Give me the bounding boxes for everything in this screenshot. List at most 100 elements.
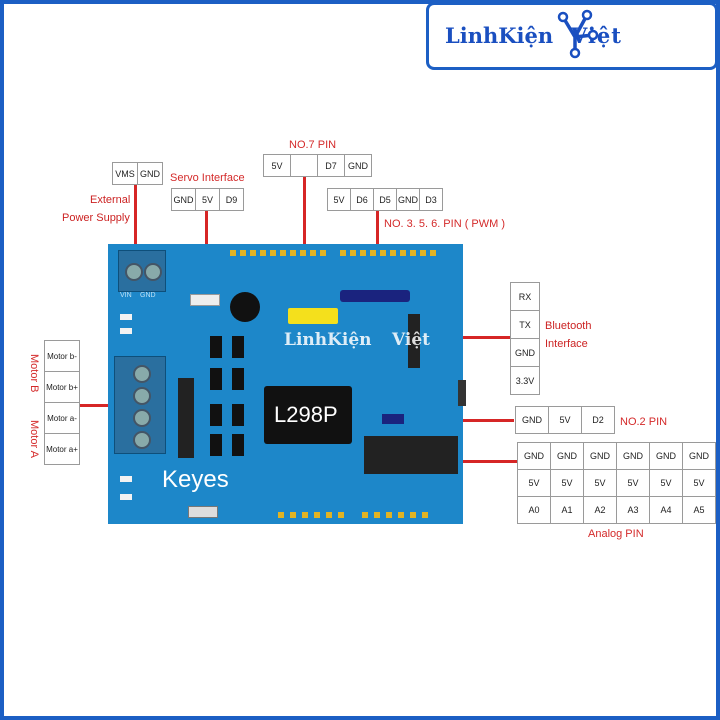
bluetooth-cell: TX [510,310,540,339]
diode [232,368,244,390]
external-power-label-line1: External [90,194,131,206]
analog-cell: A4 [649,496,683,524]
motor-cell: Motor b- [44,340,80,372]
motor-cell: Motor a+ [44,433,80,465]
no2-pin-label: NO.2 PIN [620,416,668,428]
gnd-label: GND [140,292,156,299]
l298p-chip: L298P [264,386,352,444]
analog-cell: A3 [616,496,650,524]
led [120,476,132,482]
analog-header [364,436,458,474]
led [120,328,132,334]
brand-logo: LinhKiện Việt [426,2,718,70]
analog-cell: A2 [583,496,617,524]
bluetooth-cell: GND [510,338,540,367]
motor-table: Motor b- Motor b+ Motor a- Motor a+ [44,340,80,465]
no2-header [382,414,404,424]
analog-cell: 5V [682,469,716,497]
analog-cell: GND [682,442,716,470]
analog-cell: 5V [583,469,617,497]
analog-cell: 5V [550,469,584,497]
screw-icon [133,365,151,383]
pwm-cell: D6 [350,188,374,211]
watermark-part1: LinhKiện [284,330,372,350]
bluetooth-label-line2: Interface [545,338,588,350]
diode [232,434,244,456]
analog-cell: 5V [517,469,551,497]
no7-cell: GND [344,154,372,177]
diode [210,404,222,426]
wire-external-power [134,180,137,258]
analog-cell: GND [616,442,650,470]
no2-cell: D2 [581,406,615,434]
analog-cell: GND [583,442,617,470]
chip-label: L298P [274,402,338,427]
reset-button [188,506,218,518]
wire-no7 [303,172,306,310]
no7-cell [290,154,318,177]
led [120,494,132,500]
bluetooth-table: RX TX GND 3.3V [510,282,540,395]
analog-cell: A0 [517,496,551,524]
no7-cell: 5V [263,154,291,177]
no7-pin-table: 5V D7 GND [263,154,372,177]
wire-motor [78,404,114,407]
bluetooth-header [408,314,420,368]
icsp-header [458,380,466,406]
wire-bluetooth [420,336,512,339]
servo-cell: D9 [219,188,244,211]
bluetooth-cell: RX [510,282,540,311]
pwm-cell: D3 [419,188,443,211]
no2-cell: 5V [548,406,582,434]
motor-shield-board: VIN GND L298P Keyes [108,244,466,524]
bluetooth-label-line1: Bluetooth [545,320,592,332]
screw-icon [133,387,151,405]
screw-icon [133,409,151,427]
screw-icon [133,431,151,449]
motor-a-label: Motor A [28,420,40,458]
pwm-pin-label: NO. 3. 5. 6. PIN ( PWM ) [384,218,506,230]
analog-cell: GND [550,442,584,470]
analog-cell: GND [649,442,683,470]
power-terminal [118,250,166,292]
motor-cell: Motor b+ [44,371,80,403]
analog-cell: A1 [550,496,584,524]
external-power-label-line2: Power Supply [62,212,130,224]
no7-pin-label: NO.7 PIN [289,139,337,151]
external-power-cell: GND [137,162,163,185]
external-power-cell: VMS [112,162,138,185]
diode [232,336,244,358]
servo-table: GND 5V D9 [171,188,244,211]
buzzer [230,292,260,322]
analog-table: GND GND GND GND GND GND 5V 5V 5V 5V 5V 5… [517,442,716,524]
servo-interface-label: Servo Interface [170,172,245,184]
watermark-part2: Việt [392,330,431,350]
analog-cell: 5V [616,469,650,497]
bottom-header [278,512,448,520]
no2-cell: GND [515,406,549,434]
logo-text-part1: LinhKiện [445,23,554,48]
pwm-header [340,290,410,302]
diode [232,404,244,426]
wire-analog [455,460,517,463]
logo-circuit-icon [557,9,599,59]
motor-terminal [114,356,166,454]
diode [210,368,222,390]
no7-header [288,308,338,324]
pwm-cell: D5 [373,188,397,211]
pwm-cell: 5V [327,188,351,211]
servo-cell: GND [171,188,196,211]
analog-cell: GND [517,442,551,470]
servo-cell: 5V [195,188,220,211]
board-brand: Keyes [162,466,229,493]
screw-icon [125,263,143,281]
side-header [178,378,194,458]
diode [210,434,222,456]
motor-b-label: Motor B [28,354,40,393]
analog-cell: 5V [649,469,683,497]
pwm-table: 5V D6 D5 GND D3 [327,188,443,211]
servo-connector [190,294,220,306]
pwm-cell: GND [396,188,420,211]
analog-pin-label: Analog PIN [588,528,644,540]
vin-label: VIN [120,292,132,299]
